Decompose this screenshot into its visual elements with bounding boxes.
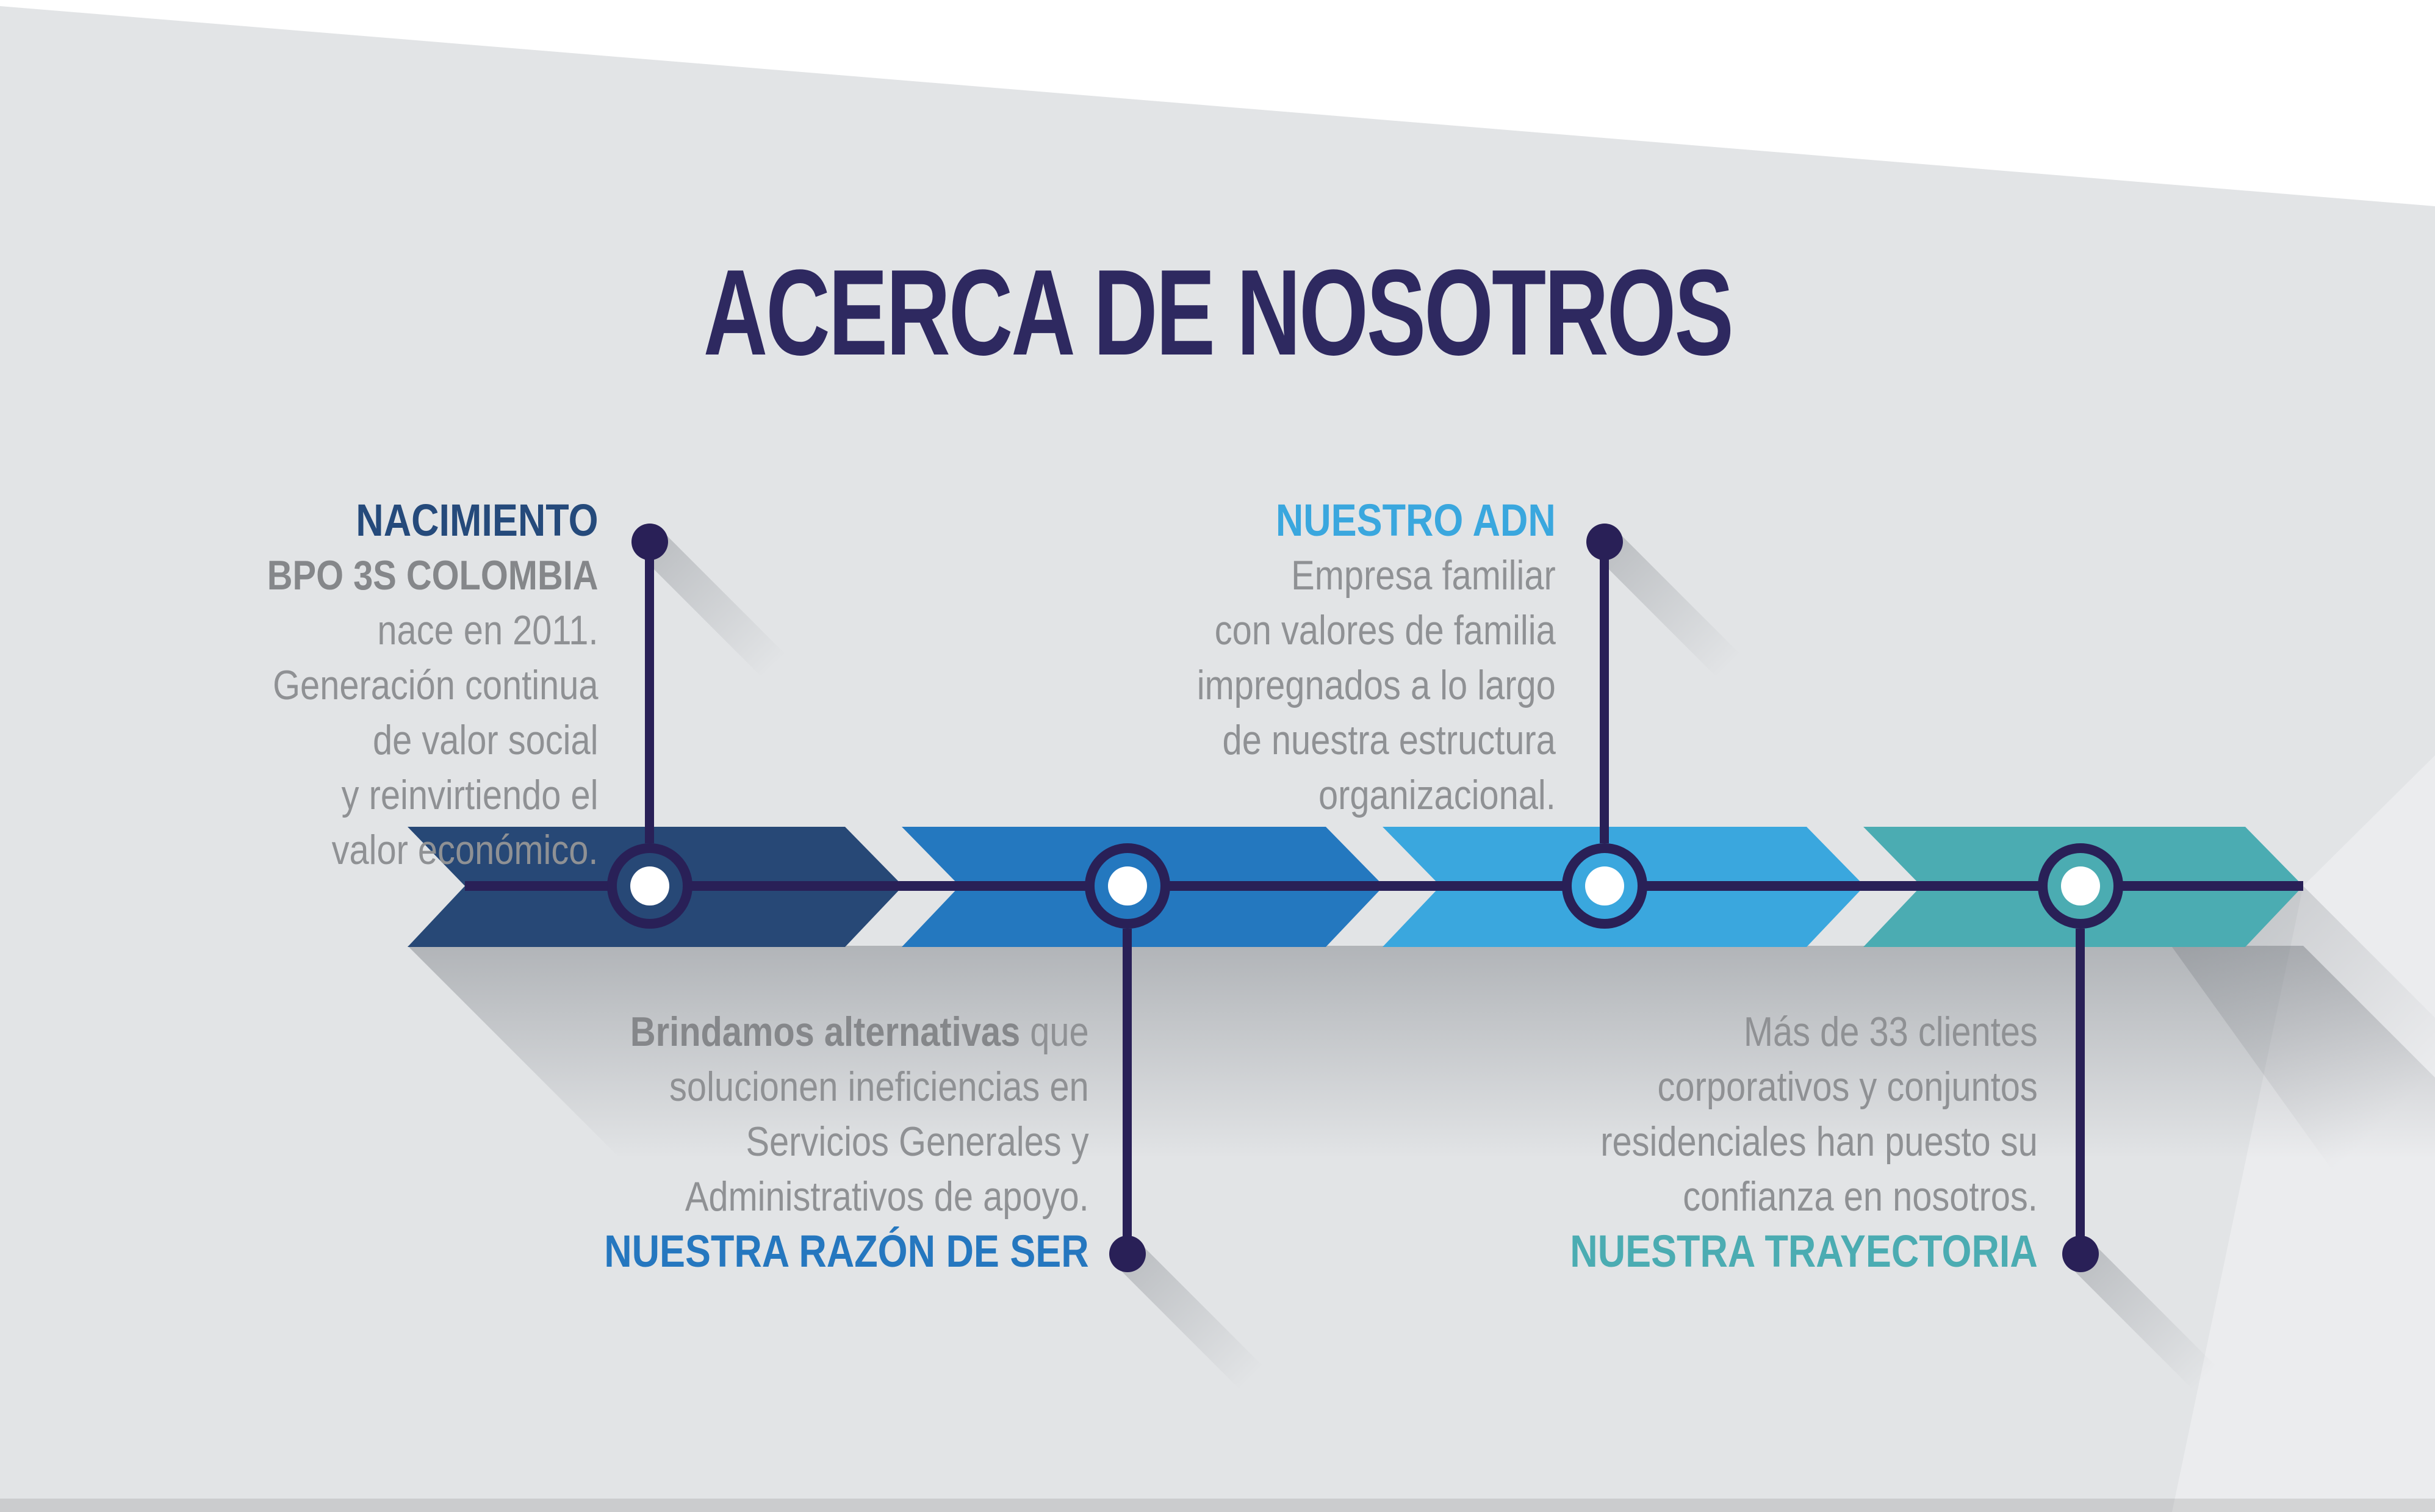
timeline-node-3 xyxy=(1562,843,1647,929)
node-center-dot xyxy=(1585,866,1624,905)
milestone-dot-2 xyxy=(1109,1236,1146,1272)
milestone-dot-4 xyxy=(2062,1236,2099,1272)
milestone-text-trayectoria: Más de 33 clientes corporativos y conjunt… xyxy=(1570,1004,2038,1279)
connector-line-3 xyxy=(1600,542,1609,843)
milestone-dot-3 xyxy=(1586,524,1623,560)
milestone-line: solucionen ineficiencias en xyxy=(669,1064,1089,1110)
milestone-body: Empresa familiar con valores de familia im… xyxy=(1197,548,1556,823)
milestone-text-razon-de-ser: Brindamos alternativas que solucionen ine… xyxy=(605,1004,1089,1279)
milestone-line: confianza en nosotros. xyxy=(1683,1173,2038,1220)
bottom-edge-strip xyxy=(0,1499,2435,1512)
milestone-line: nace en 2011. xyxy=(376,607,598,653)
milestone-heading: NUESTRA TRAYECTORIA xyxy=(1570,1226,2038,1276)
milestone-line: Servicios Generales y xyxy=(746,1118,1089,1165)
milestone-line: impregnados a lo largo xyxy=(1196,662,1556,708)
milestone-heading: NUESTRA RAZÓN DE SER xyxy=(604,1226,1089,1276)
milestone-line: y reinvirtiendo el xyxy=(341,772,598,818)
milestone-line: valor económico. xyxy=(331,827,598,873)
milestone-line: de nuestra estructura xyxy=(1222,717,1556,763)
timeline-axis-line xyxy=(465,881,2303,891)
node-center-dot xyxy=(2061,866,2100,905)
timeline-node-2 xyxy=(1085,843,1170,929)
milestone-line: Administrativos de apoyo. xyxy=(685,1173,1089,1220)
milestone-line: residenciales han puesto su xyxy=(1600,1118,2038,1165)
milestone-line: organizacional. xyxy=(1318,772,1556,818)
milestone-line: Más de 33 clientes xyxy=(1744,1009,2038,1055)
timeline-node-1 xyxy=(607,843,692,929)
connector-line-1 xyxy=(645,542,654,843)
node-center-dot xyxy=(1108,866,1147,905)
milestone-heading: NUESTRO ADN xyxy=(1276,495,1556,545)
milestone-line: corporativos y conjuntos xyxy=(1657,1064,2038,1110)
connector-line-2 xyxy=(1123,929,1132,1254)
milestone-text-nuestro-adn: NUESTRO ADN Empresa familiar con valores … xyxy=(1197,493,1556,823)
milestone-line: con valores de familia xyxy=(1214,607,1556,653)
timeline-node-4 xyxy=(2038,843,2123,929)
connector-line-4 xyxy=(2076,929,2085,1254)
milestone-body: Brindamos alternativas que solucionen ine… xyxy=(605,1004,1089,1224)
milestone-heading: NACIMIENTO xyxy=(355,495,598,545)
milestone-text-nacimiento: NACIMIENTO BPO 3S COLOMBIA nace en 2011. G… xyxy=(267,493,598,877)
header: ACERCA DE NOSOTROS xyxy=(0,243,2435,383)
milestone-line: Generación continua xyxy=(272,662,599,708)
milestone-line: de valor social xyxy=(372,717,598,763)
milestone-line: BPO 3S COLOMBIA xyxy=(267,552,598,599)
milestone-body: BPO 3S COLOMBIA nace en 2011. Generación c… xyxy=(267,548,598,877)
node-center-dot xyxy=(630,866,669,905)
page-title: ACERCA DE NOSOTROS xyxy=(703,245,1733,381)
milestone-dot-1 xyxy=(631,524,668,560)
milestone-body: Más de 33 clientes corporativos y conjunt… xyxy=(1570,1004,2038,1224)
milestone-line: Empresa familiar xyxy=(1291,552,1556,599)
milestone-line: Brindamos alternativas que xyxy=(630,1009,1089,1055)
